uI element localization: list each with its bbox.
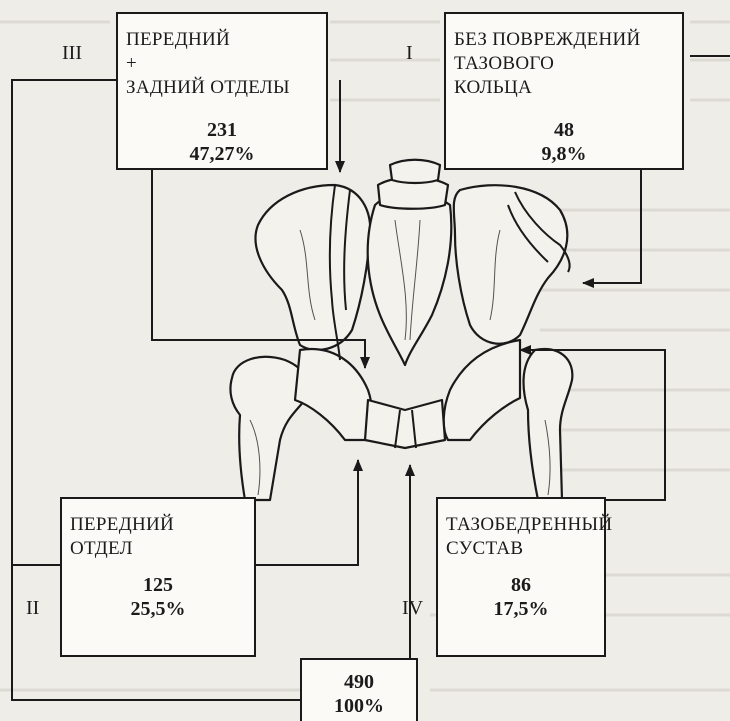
category-percent: 47,27% xyxy=(118,142,326,166)
category-percent: 25,5% xyxy=(62,597,254,621)
total-count: 490 xyxy=(302,670,416,694)
category-percent: 9,8% xyxy=(446,142,682,166)
category-count: 125 xyxy=(62,573,254,597)
category-title: БЕЗ ПОВРЕЖДЕНИЙ ТАЗОВОГО КОЛЬЦА xyxy=(454,28,641,100)
category-box-i: БЕЗ ПОВРЕЖДЕНИЙ ТАЗОВОГО КОЛЬЦА 48 9,8% xyxy=(444,12,684,170)
category-title: ПЕРЕДНИЙ + ЗАДНИЙ ОТДЕЛЫ xyxy=(126,28,290,100)
category-count: 231 xyxy=(118,118,326,142)
category-title: ПЕРЕДНИЙ ОТДЕЛ xyxy=(70,513,174,561)
roman-numeral-ii: II xyxy=(26,597,39,620)
category-count: 48 xyxy=(446,118,682,142)
category-count: 86 xyxy=(438,573,604,597)
roman-numeral-i: I xyxy=(406,42,413,65)
roman-numeral-iv: IV xyxy=(402,597,423,620)
category-percent: 17,5% xyxy=(438,597,604,621)
category-box-ii: ПЕРЕДНИЙ ОТДЕЛ 125 25,5% xyxy=(60,497,256,657)
pelvis-skeleton-icon xyxy=(230,160,572,500)
total-box: 490 100% xyxy=(300,658,418,721)
total-percent: 100% xyxy=(302,694,416,718)
category-box-iv: ТАЗОБЕДРЕННЫЙ СУСТАВ 86 17,5% xyxy=(436,497,606,657)
category-box-iii: ПЕРЕДНИЙ + ЗАДНИЙ ОТДЕЛЫ 231 47,27% xyxy=(116,12,328,170)
roman-numeral-iii: III xyxy=(62,42,82,65)
category-title: ТАЗОБЕДРЕННЫЙ СУСТАВ xyxy=(446,513,612,561)
